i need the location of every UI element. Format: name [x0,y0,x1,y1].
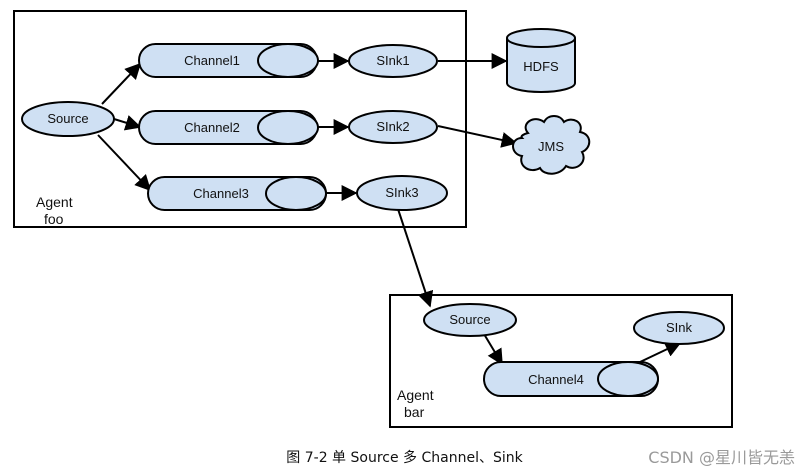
sink1-node: SInk1 [348,44,438,78]
channel4-label: Channel4 [528,372,584,387]
channel4-node: Channel4 [483,361,659,397]
agent-bar-label-line2: bar [404,404,425,420]
channel1-label: Channel1 [184,53,240,68]
channel1-node: Channel1 [138,43,319,78]
sink2-label: SInk2 [376,119,409,134]
jms-node: JMS [512,115,591,175]
edge-source-channel1 [101,62,142,105]
edges [97,53,682,366]
csdn-watermark: CSDN @星川皆无恙 [648,448,795,467]
jms-label: JMS [538,139,564,154]
edge-channel4-sink-bar [639,341,682,363]
source-bar-node: Source [423,303,517,337]
edge-source-channel2 [113,115,142,131]
channel2-node: Channel2 [138,110,319,145]
channel2-label: Channel2 [184,120,240,135]
sink-bar-node: SInk [633,311,725,345]
channel3-label: Channel3 [193,186,249,201]
source-bar-label: Source [449,312,490,327]
sink3-node: SInk3 [356,175,448,211]
hdfs-label: HDFS [523,59,559,74]
edge-source-bar-channel4 [483,333,503,366]
source-foo-node: Source [21,101,115,137]
figure-caption: 图 7-2 单 Source 多 Channel、Sink [286,450,523,466]
edge-source-channel3 [97,134,152,192]
agent-bar-box [389,294,733,428]
agent-foo-label-line2: foo [44,211,64,227]
sink1-label: SInk1 [376,53,409,68]
agent-bar-label-line1: Agent [397,387,434,403]
edge-sink2-jms [437,125,518,148]
edge-sink3-source-bar [397,208,434,308]
sink2-node: SInk2 [348,110,438,144]
sink-bar-label: SInk [666,320,693,335]
source-foo-label: Source [47,111,88,126]
channel3-node: Channel3 [147,176,327,211]
hdfs-node: HDFS [506,28,576,93]
sink3-label: SInk3 [385,185,418,200]
agent-foo-label-line1: Agent [36,194,73,210]
agent-foo-box [13,10,467,228]
